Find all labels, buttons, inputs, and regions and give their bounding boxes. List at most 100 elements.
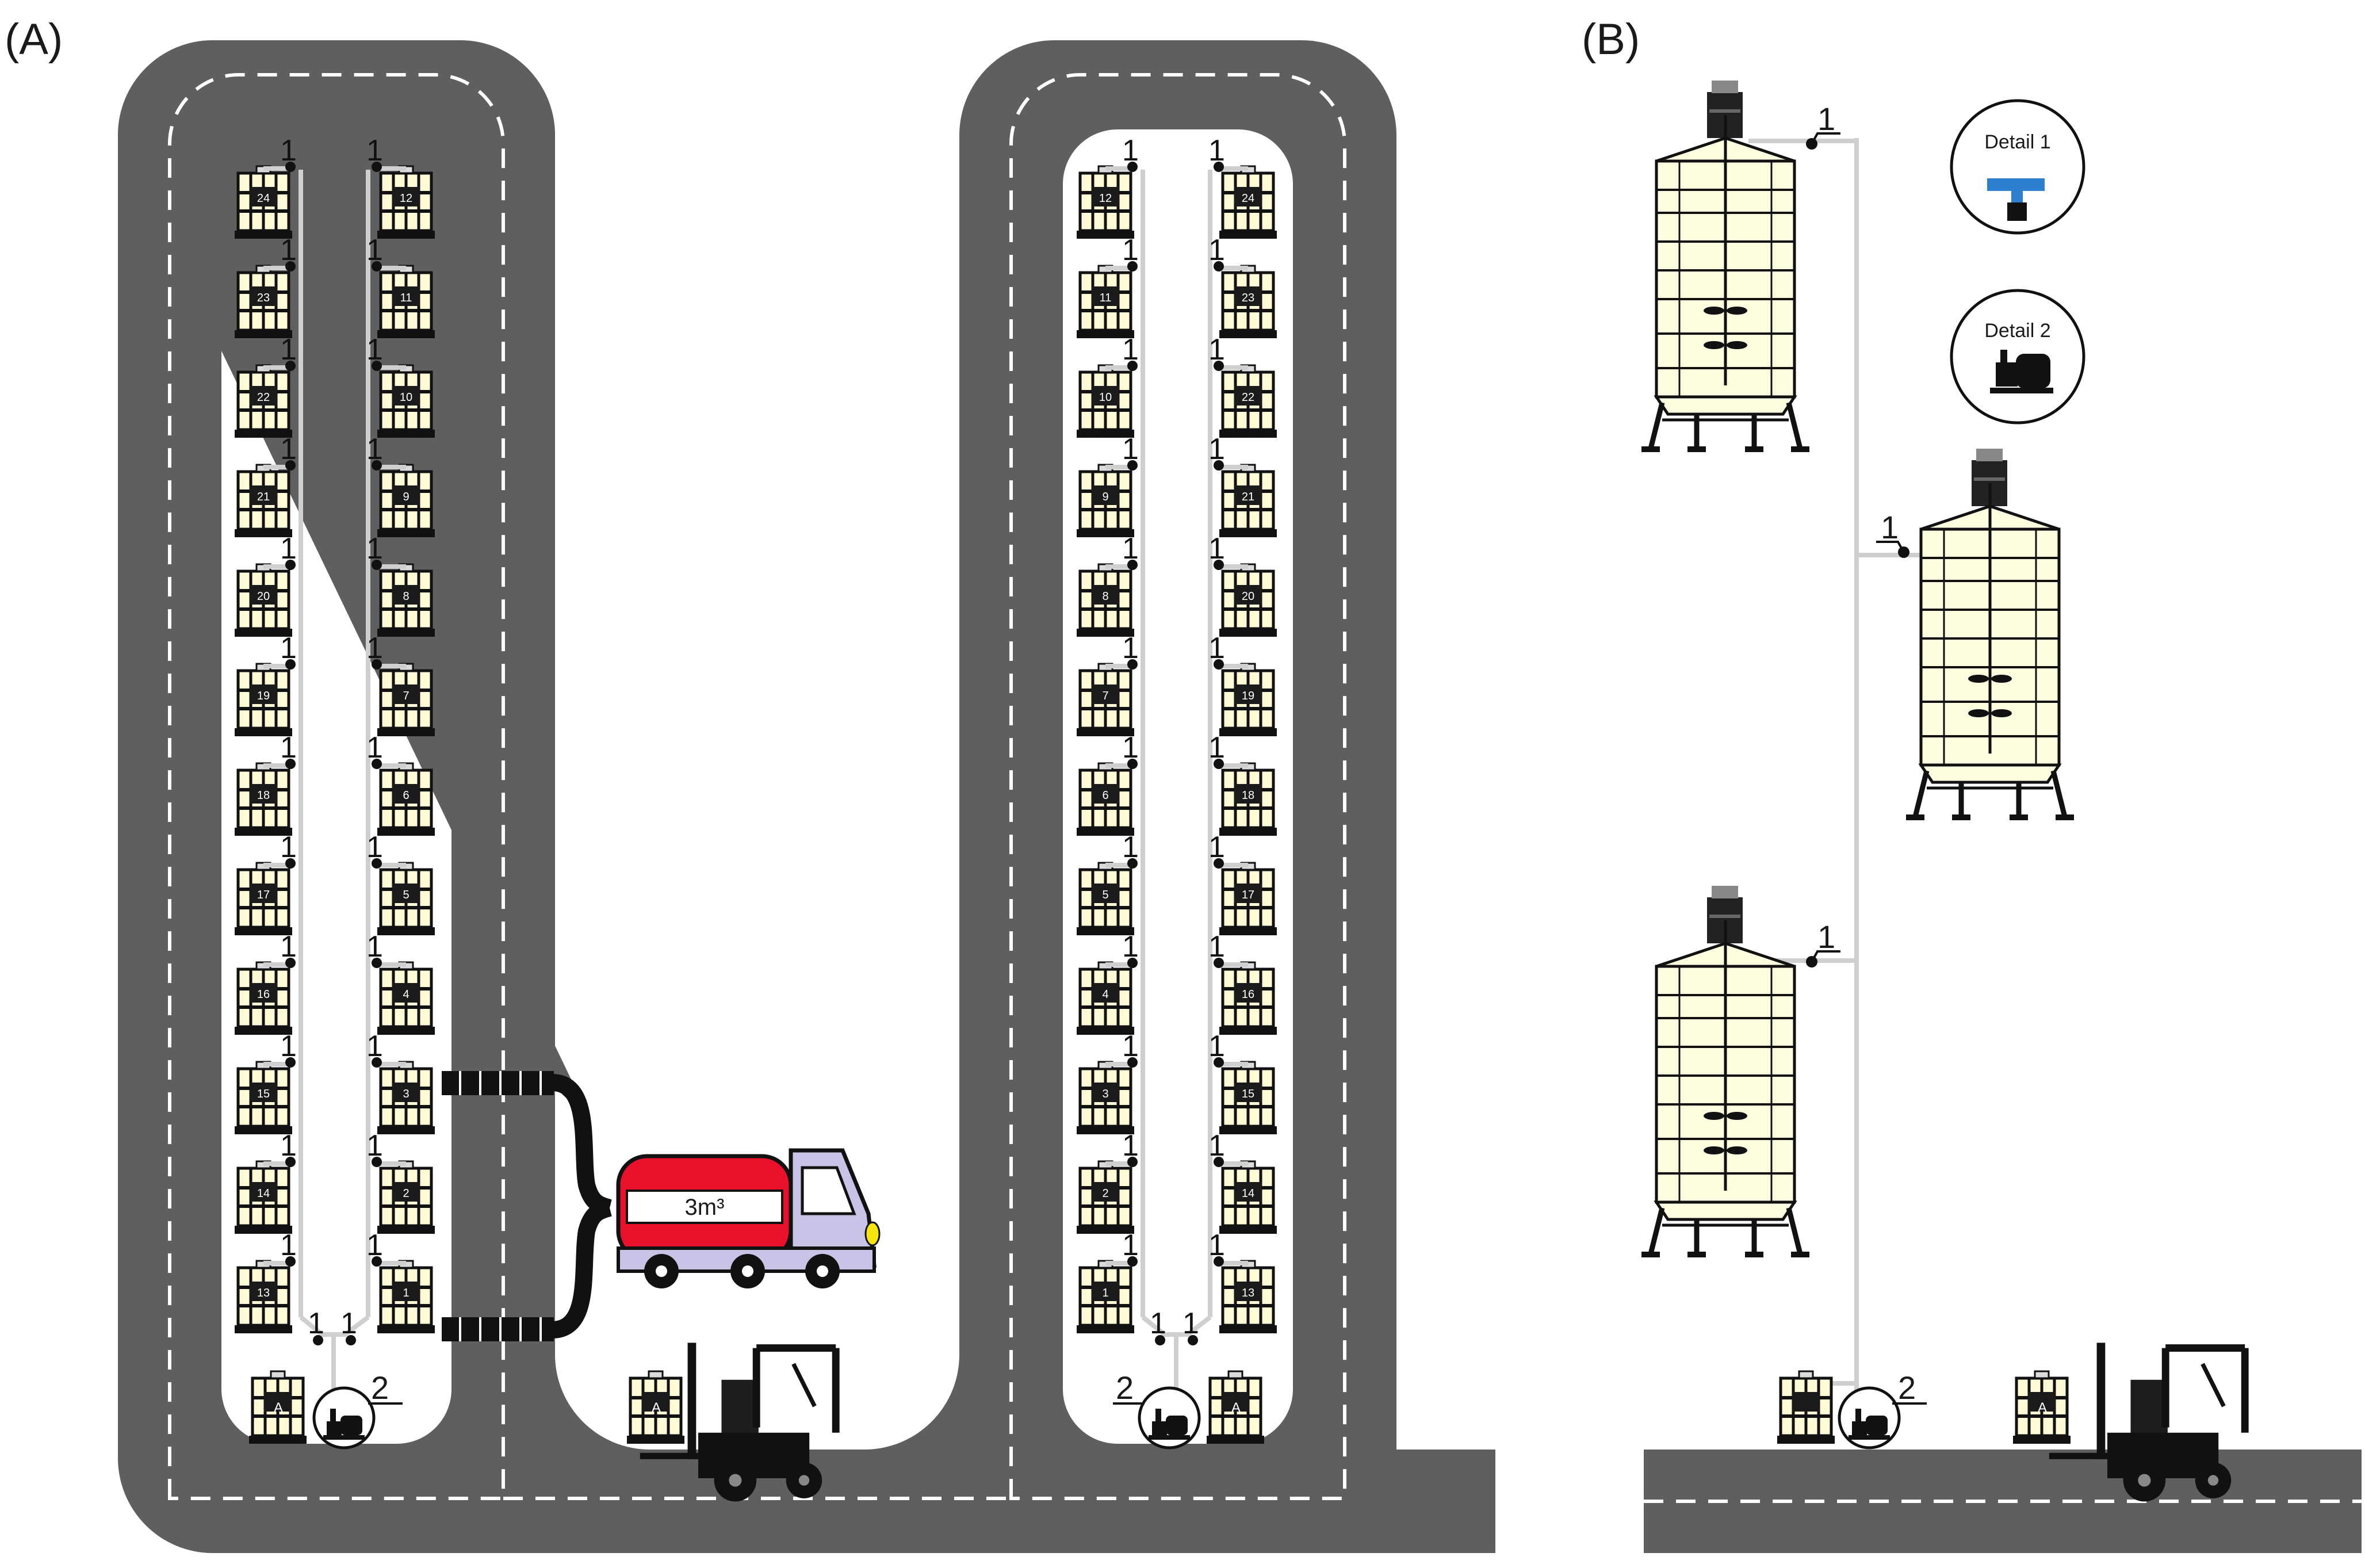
valve: 1 bbox=[366, 731, 406, 769]
tote-number: 8 bbox=[403, 590, 409, 603]
tote-number: 10 bbox=[1099, 391, 1112, 404]
tote-number: 22 bbox=[257, 391, 270, 404]
valve: 1 bbox=[366, 532, 406, 570]
ibc-tote: 211 bbox=[235, 433, 297, 537]
ibc-tote: 131 bbox=[235, 1229, 297, 1333]
valve: 1 bbox=[1105, 632, 1139, 670]
tote-number: 10 bbox=[400, 391, 412, 404]
tote-number: 18 bbox=[257, 789, 270, 802]
valve-label: 1 bbox=[1208, 532, 1225, 565]
tote-number: 14 bbox=[1242, 1187, 1254, 1200]
ibc-tote: 111 bbox=[366, 234, 435, 338]
tote-number: 9 bbox=[403, 491, 409, 503]
valve-label: 1 bbox=[366, 831, 383, 864]
detail-1: Detail 1 bbox=[1950, 99, 2085, 235]
tote-number: 1 bbox=[403, 1287, 409, 1299]
valve: 1 bbox=[366, 1030, 406, 1068]
valve: 1 bbox=[1105, 333, 1139, 371]
tote-number: 5 bbox=[1102, 889, 1108, 901]
tote-number: 24 bbox=[257, 192, 270, 205]
ibc-tote: 191 bbox=[1208, 632, 1277, 736]
valve-label: 1 bbox=[1208, 433, 1225, 466]
road bbox=[118, 40, 1495, 1553]
truck-hoses bbox=[442, 1071, 612, 1341]
left-pump-label: 2 bbox=[371, 1370, 389, 1406]
ibc-tote: 11 bbox=[1077, 1229, 1139, 1333]
valve-label: 1 bbox=[280, 433, 297, 466]
tote-number: 4 bbox=[1102, 988, 1108, 1001]
valve: 1 bbox=[1208, 632, 1248, 670]
valve: 1 bbox=[1208, 333, 1248, 371]
valve: 1 bbox=[366, 134, 406, 172]
valve-label: 1 bbox=[366, 532, 383, 565]
tote-number: 11 bbox=[1100, 292, 1112, 304]
valve-label: 1 bbox=[1208, 234, 1225, 267]
valve-label: 1 bbox=[1150, 1307, 1166, 1340]
tote-number: 17 bbox=[1242, 889, 1254, 901]
valve-label: 1 bbox=[366, 632, 383, 665]
panel-a-label: (A) bbox=[5, 15, 63, 64]
ibc-tote: 171 bbox=[235, 831, 297, 935]
ibc-tote: 12 1 bbox=[366, 134, 435, 239]
tote-number: 11 bbox=[400, 292, 412, 304]
valve: 1 bbox=[366, 930, 406, 968]
tote-number: 6 bbox=[1102, 789, 1108, 802]
tote-number: 12 bbox=[400, 192, 412, 205]
ibc-tote: 10 1 bbox=[366, 333, 435, 438]
ibc-tote: 41 bbox=[1077, 930, 1139, 1035]
valve-label: 1 bbox=[1122, 1229, 1139, 1262]
valve-label: 1 bbox=[366, 333, 383, 366]
ibc-tote: 131 bbox=[1208, 1229, 1277, 1333]
tote-number: 20 bbox=[1242, 590, 1254, 603]
tote-number: 19 bbox=[257, 690, 270, 702]
ibc-tote: 231 bbox=[1208, 234, 1277, 338]
valve-label: 1 bbox=[280, 1129, 297, 1162]
valve-label: 1 bbox=[1208, 1129, 1225, 1162]
ibc-tote: 14 1 bbox=[1208, 1129, 1277, 1234]
tote-number: 1 bbox=[1102, 1287, 1108, 1299]
valve: 1 bbox=[1150, 1307, 1166, 1345]
forklift-b-tote-label: A bbox=[2038, 1400, 2047, 1416]
valve-label: 1 bbox=[280, 234, 297, 267]
tote-number: 7 bbox=[1102, 690, 1108, 702]
valve-label: 1 bbox=[1208, 831, 1225, 864]
valve: 1 bbox=[263, 433, 297, 471]
valve: 1 bbox=[1208, 532, 1248, 570]
tote-number: 2 bbox=[1102, 1187, 1108, 1200]
valve: 1 bbox=[1208, 234, 1248, 271]
detail-2: Detail 2 bbox=[1950, 289, 2085, 424]
ibc-tote: 41 bbox=[366, 930, 435, 1035]
valve: 1 bbox=[263, 831, 297, 869]
valve-label: 1 bbox=[1122, 930, 1139, 963]
valve-label: 1 bbox=[1208, 1229, 1225, 1262]
valve-label: 1 bbox=[1208, 632, 1225, 665]
valve-label: 1 bbox=[366, 433, 383, 466]
ibc-tote: 161 bbox=[235, 930, 297, 1035]
right-pump-label: 2 bbox=[1116, 1370, 1134, 1406]
left-block-totes: 2412312212112011911811711611511411311211… bbox=[235, 134, 435, 1333]
valve: 1 bbox=[1208, 930, 1248, 968]
panel-b-road bbox=[1644, 1450, 2362, 1553]
valve-label: 1 bbox=[1208, 333, 1225, 366]
valve: 1 bbox=[308, 1307, 324, 1345]
valve-label: 1 bbox=[1208, 930, 1225, 963]
ibc-tote: 181 bbox=[1208, 731, 1277, 836]
valve: 1 bbox=[263, 731, 297, 769]
tanker-truck: 3m³ bbox=[616, 1148, 881, 1288]
left-pump-icon bbox=[314, 1388, 374, 1448]
ibc-tote: 241 bbox=[235, 134, 297, 239]
ibc-tote: 61 bbox=[1077, 731, 1139, 836]
valve: 1 bbox=[340, 1307, 357, 1345]
tank-1 bbox=[1641, 81, 1809, 452]
road-markings bbox=[168, 73, 1346, 1500]
valve: 1 bbox=[263, 632, 297, 670]
right-block-pipes bbox=[1141, 170, 1212, 1403]
valve-label: 1 bbox=[1122, 731, 1139, 764]
ibc-tote: 221 bbox=[235, 333, 297, 438]
tote-number: 24 bbox=[1242, 192, 1254, 205]
ibc-tote: 51 bbox=[1077, 831, 1139, 935]
valve-label: 1 bbox=[1182, 1307, 1199, 1340]
panel-b-valve-1: 1 bbox=[1806, 101, 1840, 150]
valve-label: 1 bbox=[1122, 234, 1139, 267]
